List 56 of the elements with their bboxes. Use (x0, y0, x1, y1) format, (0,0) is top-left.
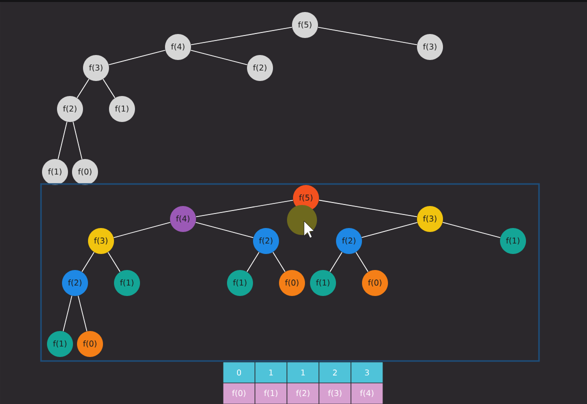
table-cell: 1 (254, 362, 288, 384)
table-cell: 0 (222, 362, 256, 384)
tree-edge (113, 222, 171, 238)
tree-edge (272, 252, 286, 272)
tree-edge (58, 121, 68, 160)
table-cell: f(1) (254, 382, 288, 404)
circle-node: f(1) (109, 96, 135, 122)
tree-edge (361, 222, 418, 238)
tree-edge (82, 252, 94, 272)
table-cell: f(0) (222, 382, 256, 404)
tree-edge (196, 200, 294, 218)
tree-edge (195, 222, 254, 238)
tree-edge (190, 26, 292, 46)
tree-edge (318, 200, 418, 218)
circle-node: f(0) (362, 270, 388, 296)
circle-node: f(3) (88, 228, 114, 254)
tree-edge (318, 26, 418, 46)
tree-edge (72, 121, 82, 160)
circle-node: f(4) (165, 34, 191, 60)
circle-node: f(3) (417, 206, 443, 232)
circle-node: f(2) (253, 228, 279, 254)
tree-edge (330, 252, 342, 272)
circle-node: f(0) (77, 331, 103, 357)
tree-edge (108, 252, 120, 272)
circle-node: f(1) (42, 159, 68, 185)
circle-node: f(1) (227, 270, 253, 296)
tree-edge (356, 252, 368, 272)
tree-edge (246, 252, 260, 272)
table-cell: 2 (318, 362, 352, 384)
table-cell: 3 (350, 362, 384, 384)
panel-frame (40, 183, 540, 362)
circle-node: f(1) (310, 270, 336, 296)
table-cell: f(4) (350, 382, 384, 404)
circle-node: f(1) (47, 331, 73, 357)
tree-edge (442, 222, 501, 238)
circle-node: f(5) (292, 12, 318, 38)
circle-node: f(0) (72, 159, 98, 185)
table-cell: f(3) (318, 382, 352, 404)
circle-node: f(2) (62, 270, 88, 296)
tree-edge (76, 78, 90, 98)
table-cell: f(2) (286, 382, 320, 404)
circle-node: f(0) (279, 270, 305, 296)
tree-edge (62, 295, 72, 332)
circle-node: f(2) (57, 96, 83, 122)
tree-edge (78, 295, 88, 332)
circle-node: f(3) (417, 34, 443, 60)
circle-node: f(1) (114, 270, 140, 296)
circle-node: f(2) (336, 228, 362, 254)
circle-node: f(3) (83, 55, 109, 81)
tree-edge (102, 78, 116, 98)
circle-node: f(4) (170, 206, 196, 232)
circle-node: f(2) (247, 55, 273, 81)
tree-edge (190, 50, 248, 66)
table-cell: 1 (286, 362, 320, 384)
circle-node: f(1) (500, 228, 526, 254)
tree-edge (108, 50, 166, 66)
